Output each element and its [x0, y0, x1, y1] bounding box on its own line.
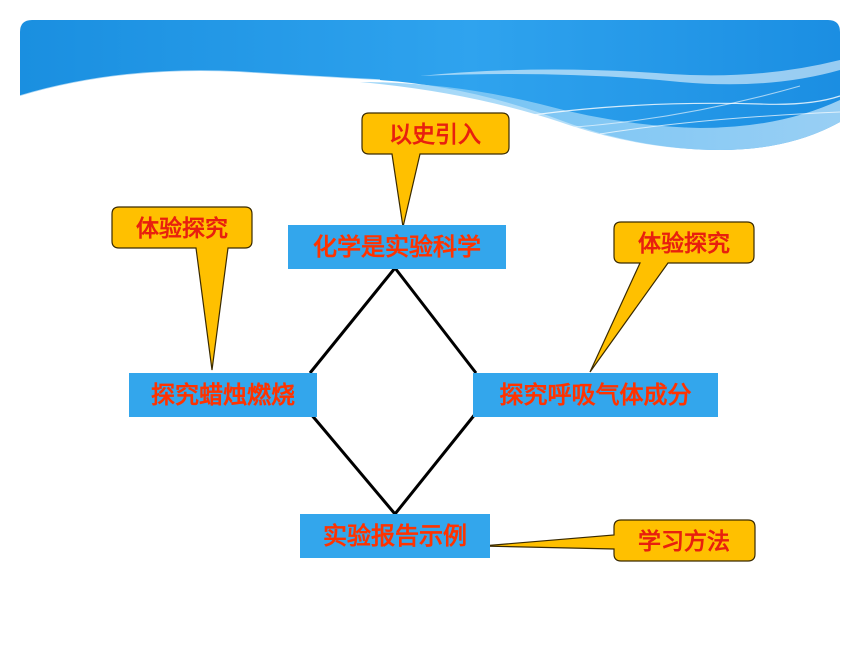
header-banner [19, 20, 841, 150]
node-breath-gas-composition: 探究呼吸气体成分 [473, 373, 718, 417]
callout-experience-right-label: 体验探究 [638, 230, 730, 257]
node-chemistry-is-experimental-science: 化学是实验科学 [288, 225, 506, 269]
callout-learning-method-label: 学习方法 [638, 528, 730, 555]
connector-top-left [308, 267, 397, 374]
node-lab-report-example: 实验报告示例 [300, 514, 490, 558]
node-candle-combustion: 探究蜡烛燃烧 [129, 373, 317, 417]
callout-history-intro-label: 以史引入 [389, 122, 481, 148]
connector-left-bottom [308, 412, 397, 515]
connector-top-right [393, 267, 478, 374]
callout-history-intro: 以史引入 [361, 112, 510, 228]
callout-learning-method: 学习方法 [481, 519, 756, 562]
callout-experience-left: 体验探究 [111, 206, 253, 371]
callout-experience-left-label: 体验探究 [136, 215, 228, 242]
callout-experience-right: 体验探究 [589, 221, 755, 373]
connector-right-bottom [393, 412, 478, 515]
